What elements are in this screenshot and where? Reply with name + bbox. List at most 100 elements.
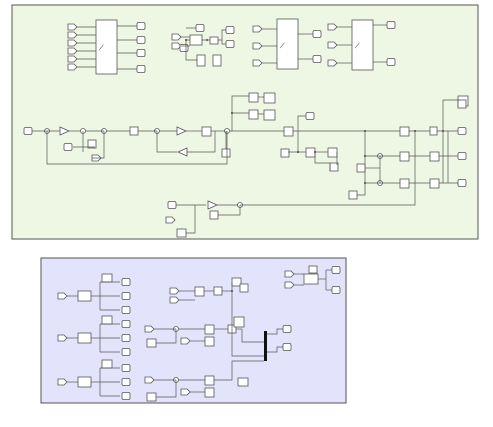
function-block[interactable] <box>146 338 157 348</box>
inport-block[interactable] <box>327 59 338 67</box>
function-block[interactable] <box>221 148 231 158</box>
inport-block[interactable] <box>171 33 182 41</box>
function-block[interactable] <box>399 178 410 189</box>
outport-block[interactable] <box>136 65 146 73</box>
function-block[interactable] <box>77 290 92 302</box>
outport-block[interactable] <box>225 26 235 34</box>
outport-block[interactable] <box>23 127 33 135</box>
outport-block[interactable] <box>282 325 292 333</box>
inport-block[interactable] <box>67 23 78 31</box>
function-block[interactable] <box>87 139 97 149</box>
function-block[interactable] <box>263 92 276 104</box>
function-block[interactable] <box>303 273 319 285</box>
function-block[interactable] <box>233 316 245 328</box>
outport-block[interactable] <box>136 49 146 57</box>
function-block[interactable] <box>283 126 294 137</box>
function-block[interactable] <box>248 92 259 103</box>
outport-block[interactable] <box>136 36 146 44</box>
mux-block-1[interactable]: ̸ <box>95 19 118 75</box>
outport-block[interactable] <box>312 55 322 63</box>
outport-block[interactable] <box>386 21 396 29</box>
inport-block[interactable] <box>171 42 182 50</box>
outport-block[interactable] <box>457 152 467 160</box>
inport-block[interactable] <box>252 59 263 67</box>
outport-block[interactable] <box>63 143 73 151</box>
function-block[interactable] <box>429 126 438 136</box>
inport-block[interactable] <box>252 42 263 50</box>
outport-block[interactable] <box>121 392 131 400</box>
function-block[interactable] <box>248 109 259 120</box>
function-block[interactable] <box>201 126 212 137</box>
outport-block[interactable] <box>312 30 322 38</box>
function-block[interactable] <box>399 151 410 162</box>
function-block[interactable] <box>356 163 366 173</box>
outport-block[interactable] <box>282 343 292 351</box>
inport-block[interactable] <box>180 388 191 396</box>
function-block[interactable] <box>101 273 113 283</box>
inport-block[interactable] <box>67 31 78 39</box>
function-block[interactable] <box>237 377 249 387</box>
outport-block[interactable] <box>121 278 131 286</box>
outport-block[interactable] <box>121 334 131 342</box>
outport-block[interactable] <box>331 286 341 294</box>
inport-block[interactable] <box>67 63 78 71</box>
inport-block[interactable] <box>57 378 68 386</box>
function-block[interactable] <box>204 375 215 386</box>
inport-block[interactable] <box>252 25 263 33</box>
inport-block[interactable] <box>144 325 155 333</box>
outport-block[interactable] <box>457 179 467 187</box>
function-block[interactable] <box>209 210 219 220</box>
outport-block[interactable] <box>195 24 205 32</box>
inport-block[interactable] <box>165 216 176 224</box>
outport-block[interactable] <box>179 44 189 52</box>
outport-block[interactable] <box>121 348 131 356</box>
inport-block[interactable] <box>169 287 180 295</box>
inport-block[interactable] <box>180 337 191 345</box>
function-block[interactable] <box>327 147 338 158</box>
outport-block[interactable] <box>121 320 131 328</box>
function-block[interactable] <box>189 34 203 46</box>
function-block[interactable] <box>194 286 205 297</box>
outport-block[interactable] <box>457 127 467 135</box>
function-block[interactable] <box>196 54 206 67</box>
function-block[interactable] <box>280 148 290 158</box>
function-block[interactable] <box>213 286 223 296</box>
inport-block[interactable] <box>67 55 78 63</box>
function-block[interactable] <box>239 283 249 293</box>
inport-block[interactable] <box>144 376 155 384</box>
function-block[interactable] <box>429 178 440 189</box>
outport-block[interactable] <box>225 40 235 48</box>
function-block[interactable] <box>212 54 222 67</box>
function-block[interactable] <box>305 147 316 158</box>
mux-block-3[interactable]: ̸ <box>351 19 374 71</box>
function-block[interactable] <box>77 376 92 388</box>
function-block[interactable] <box>129 126 139 136</box>
inport-block[interactable] <box>67 47 78 55</box>
mux-block-2[interactable]: ̸ <box>276 18 299 70</box>
function-block[interactable] <box>146 392 157 402</box>
function-block[interactable] <box>348 190 358 200</box>
inport-block[interactable] <box>57 334 68 342</box>
function-block[interactable] <box>176 228 187 238</box>
inport-block[interactable] <box>327 41 338 49</box>
outport-block[interactable] <box>121 364 131 372</box>
function-block[interactable] <box>204 387 215 398</box>
outport-block[interactable] <box>121 378 131 386</box>
function-block[interactable] <box>77 332 92 344</box>
inport-block[interactable] <box>284 281 295 289</box>
function-block[interactable] <box>204 336 215 347</box>
inport-block[interactable] <box>67 39 78 47</box>
function-block[interactable] <box>399 126 410 137</box>
function-block[interactable] <box>457 99 467 109</box>
function-block[interactable] <box>101 359 113 369</box>
outport-block[interactable] <box>331 266 341 274</box>
inport-block[interactable] <box>57 292 68 300</box>
function-block[interactable] <box>429 151 440 162</box>
function-block[interactable] <box>209 36 219 45</box>
inport-block[interactable] <box>169 296 180 304</box>
gain-block[interactable] <box>207 200 218 210</box>
outport-block[interactable] <box>305 112 315 120</box>
outport-block[interactable] <box>136 22 146 30</box>
function-block[interactable] <box>263 109 276 121</box>
outport-block[interactable] <box>167 201 177 209</box>
